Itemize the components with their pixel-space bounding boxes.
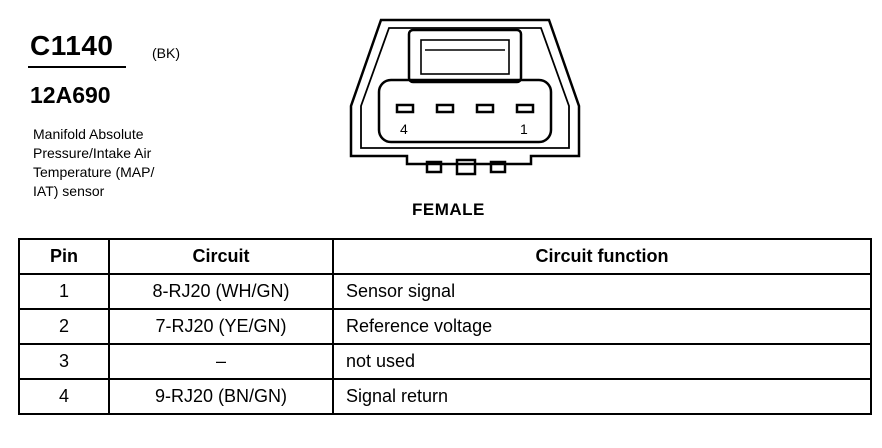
description-line: IAT) sensor [33, 183, 105, 199]
pin-3-terminal [435, 103, 455, 114]
description-line: Manifold Absolute [33, 126, 144, 142]
pin-1-terminal [515, 103, 535, 114]
header-circuit-function: Circuit function [332, 238, 872, 275]
color-code: (BK) [152, 45, 180, 61]
pin-cell: 2 [18, 308, 110, 345]
pin-label-right: 1 [520, 121, 528, 137]
circuit-cell: 8-RJ20 (WH/GN) [108, 273, 334, 310]
connector-gender-label: FEMALE [412, 200, 485, 219]
function-cell: Signal return [332, 378, 872, 415]
locking-tab-inner [420, 39, 510, 75]
pin-cell: 3 [18, 343, 110, 380]
table-row: 1 8-RJ20 (WH/GN) Sensor signal [18, 273, 872, 310]
connector-inner-shell [360, 27, 570, 149]
table-header-row: Pin Circuit Circuit function [18, 238, 872, 275]
pin-cavity [377, 78, 553, 144]
connector-id: C1140 [30, 30, 114, 61]
bottom-key-left [425, 160, 443, 174]
title-underline [28, 66, 126, 68]
function-cell: Sensor signal [332, 273, 872, 310]
pin-cell: 1 [18, 273, 110, 310]
table-row: 4 9-RJ20 (BN/GN) Signal return [18, 378, 872, 415]
pin-circuit-table: Pin Circuit Circuit function 1 8-RJ20 (W… [18, 238, 872, 415]
bottom-key-center [455, 158, 477, 176]
pin-cell: 4 [18, 378, 110, 415]
bottom-key-right [489, 160, 507, 174]
pin-label-left: 4 [400, 121, 408, 137]
function-cell: not used [332, 343, 872, 380]
table-row: 2 7-RJ20 (YE/GN) Reference voltage [18, 308, 872, 345]
description-line: Temperature (MAP/ [33, 164, 155, 180]
circuit-cell: 7-RJ20 (YE/GN) [108, 308, 334, 345]
pin-2-terminal [475, 103, 495, 114]
header-pin: Pin [18, 238, 110, 275]
connector-face-diagram: 4 1 [349, 18, 581, 176]
component-description: Manifold Absolute Pressure/Intake Air Te… [33, 125, 203, 201]
connector-outer-shell [349, 18, 581, 166]
pin-4-terminal [395, 103, 415, 114]
description-line: Pressure/Intake Air [33, 145, 152, 161]
locking-tab [407, 28, 523, 84]
header-circuit: Circuit [108, 238, 334, 275]
table-row: 3 – not used [18, 343, 872, 380]
function-cell: Reference voltage [332, 308, 872, 345]
circuit-cell: – [108, 343, 334, 380]
circuit-cell: 9-RJ20 (BN/GN) [108, 378, 334, 415]
part-number: 12A690 [30, 82, 111, 108]
